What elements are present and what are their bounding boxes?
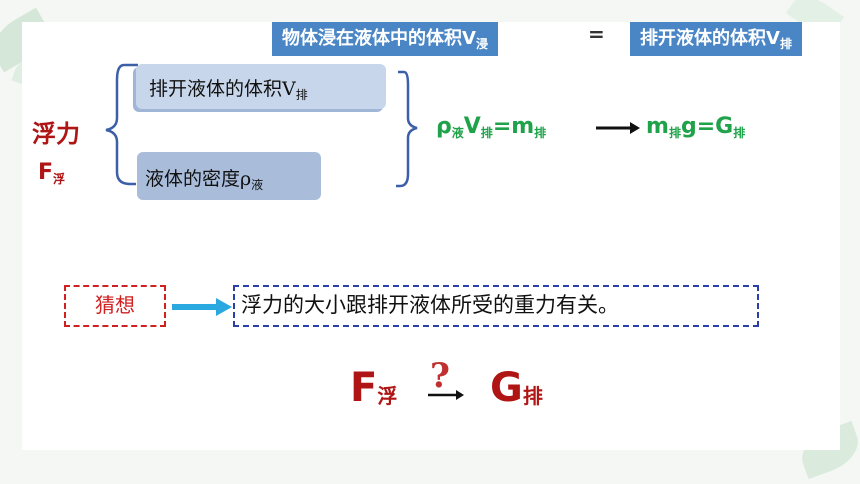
header-displaced-volume-sub: 排 [779, 37, 792, 51]
arrow-formula-head [630, 122, 640, 134]
displaced-weight-symbol: G排 [490, 365, 543, 411]
formula-v: V [463, 114, 481, 139]
buoyancy-symbol-main: F [38, 160, 54, 185]
formula-mass: ρ液V排=m排 [436, 114, 546, 141]
formula2-m: m [646, 114, 669, 139]
header-immersed-volume-text: 物体浸在液体中的体积V [282, 28, 476, 49]
question-mark: ? [430, 356, 450, 396]
factor-displaced-volume: 排开液体的体积V排 [136, 64, 386, 109]
factor2-text: 液体的密度ρ [145, 168, 252, 190]
factor-liquid-density-label: 液体的密度ρ液 [145, 164, 263, 193]
formula-rho: ρ [436, 114, 452, 139]
formula-rho-sub: 液 [451, 126, 464, 140]
guess-statement: 浮力的大小跟排开液体所受的重力有关。 [233, 285, 759, 327]
buoyant-force-sub: 浮 [377, 384, 398, 408]
buoyant-force-main: F [350, 365, 378, 411]
arrow-guess-head [216, 298, 232, 316]
formula2-m-sub: 排 [668, 126, 681, 140]
formula-v-sub: 排 [480, 126, 493, 140]
formula2-g-sub: 排 [733, 126, 746, 140]
equals-sign: = [588, 22, 605, 46]
buoyancy-symbol-sub: 浮 [53, 172, 66, 186]
arrow-relation-head [456, 390, 464, 400]
displaced-weight-main: G [490, 365, 523, 411]
right-brace [396, 70, 418, 188]
buoyancy-symbol: F浮 [38, 160, 65, 187]
guess-label: 猜想 [64, 285, 166, 327]
header-displaced-volume: 排开液体的体积V排 [630, 22, 802, 56]
buoyant-force-symbol: F浮 [350, 365, 397, 411]
factor2-sub: 液 [251, 178, 264, 192]
formula-weight: m排g=G排 [646, 114, 745, 141]
factor1-sub: 排 [295, 88, 308, 102]
factor1-text: 排开液体的体积V [149, 78, 296, 100]
displaced-weight-sub: 排 [522, 384, 543, 408]
header-displaced-volume-text: 排开液体的体积V [640, 28, 780, 49]
factor-liquid-density: 液体的密度ρ液 [137, 152, 321, 200]
formula-eq: =m [492, 114, 535, 139]
buoyancy-label: 浮力 [32, 120, 80, 148]
header-immersed-volume-sub: 浸 [475, 37, 488, 51]
header-immersed-volume: 物体浸在液体中的体积V浸 [272, 22, 498, 56]
left-brace [105, 63, 138, 186]
factor-displaced-volume-label: 排开液体的体积V排 [149, 74, 308, 103]
formula-m-sub: 排 [534, 126, 547, 140]
formula2-mid: g=G [680, 114, 734, 139]
